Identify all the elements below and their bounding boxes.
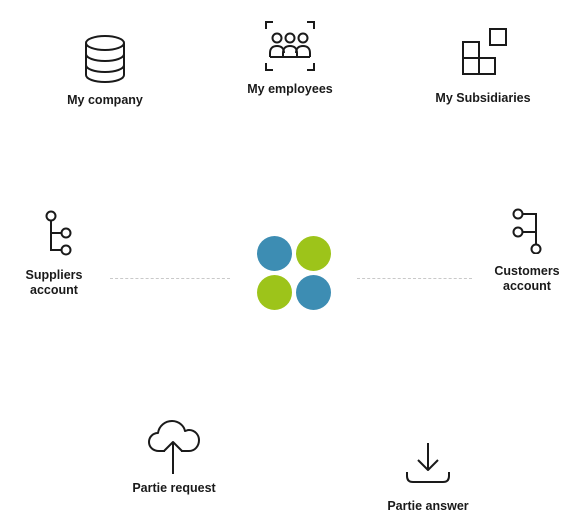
node-partie-answer[interactable]: Partie answer (376, 440, 480, 514)
branch-out-icon (45, 210, 72, 256)
node-customers-account[interactable]: Customers account (488, 208, 566, 294)
node-suppliers-account[interactable]: Suppliers account (18, 210, 90, 298)
hub-dot-bottom-right (296, 275, 331, 310)
database-icon (85, 35, 125, 84)
node-label: My Subsidiaries (435, 91, 531, 105)
hub-dot-top-right (296, 236, 331, 271)
hub-logo (257, 236, 331, 310)
node-my-company[interactable]: My company (55, 34, 155, 108)
node-my-subsidiaries[interactable]: My Subsidiaries (428, 28, 538, 106)
node-label-line1: Suppliers (25, 268, 83, 282)
node-label-line2: account (503, 279, 551, 293)
subsidiaries-grid-icon (462, 28, 507, 75)
branch-in-icon (512, 208, 542, 254)
node-label: My company (67, 93, 143, 107)
node-label: Partie answer (387, 499, 469, 513)
connector-right (357, 278, 472, 279)
team-icon (265, 21, 315, 71)
node-label: Partie request (132, 481, 216, 495)
node-label-line1: Customers (494, 264, 560, 278)
node-label: My employees (247, 82, 333, 96)
cloud-upload-icon (148, 420, 200, 474)
download-tray-icon (406, 443, 450, 483)
hub-dot-bottom-left (257, 275, 292, 310)
node-label-line2: account (30, 283, 78, 297)
node-my-employees[interactable]: My employees (238, 20, 342, 97)
connector-left (110, 278, 230, 279)
node-partie-request[interactable]: Partie request (120, 418, 228, 496)
hub-dot-top-left (257, 236, 292, 271)
